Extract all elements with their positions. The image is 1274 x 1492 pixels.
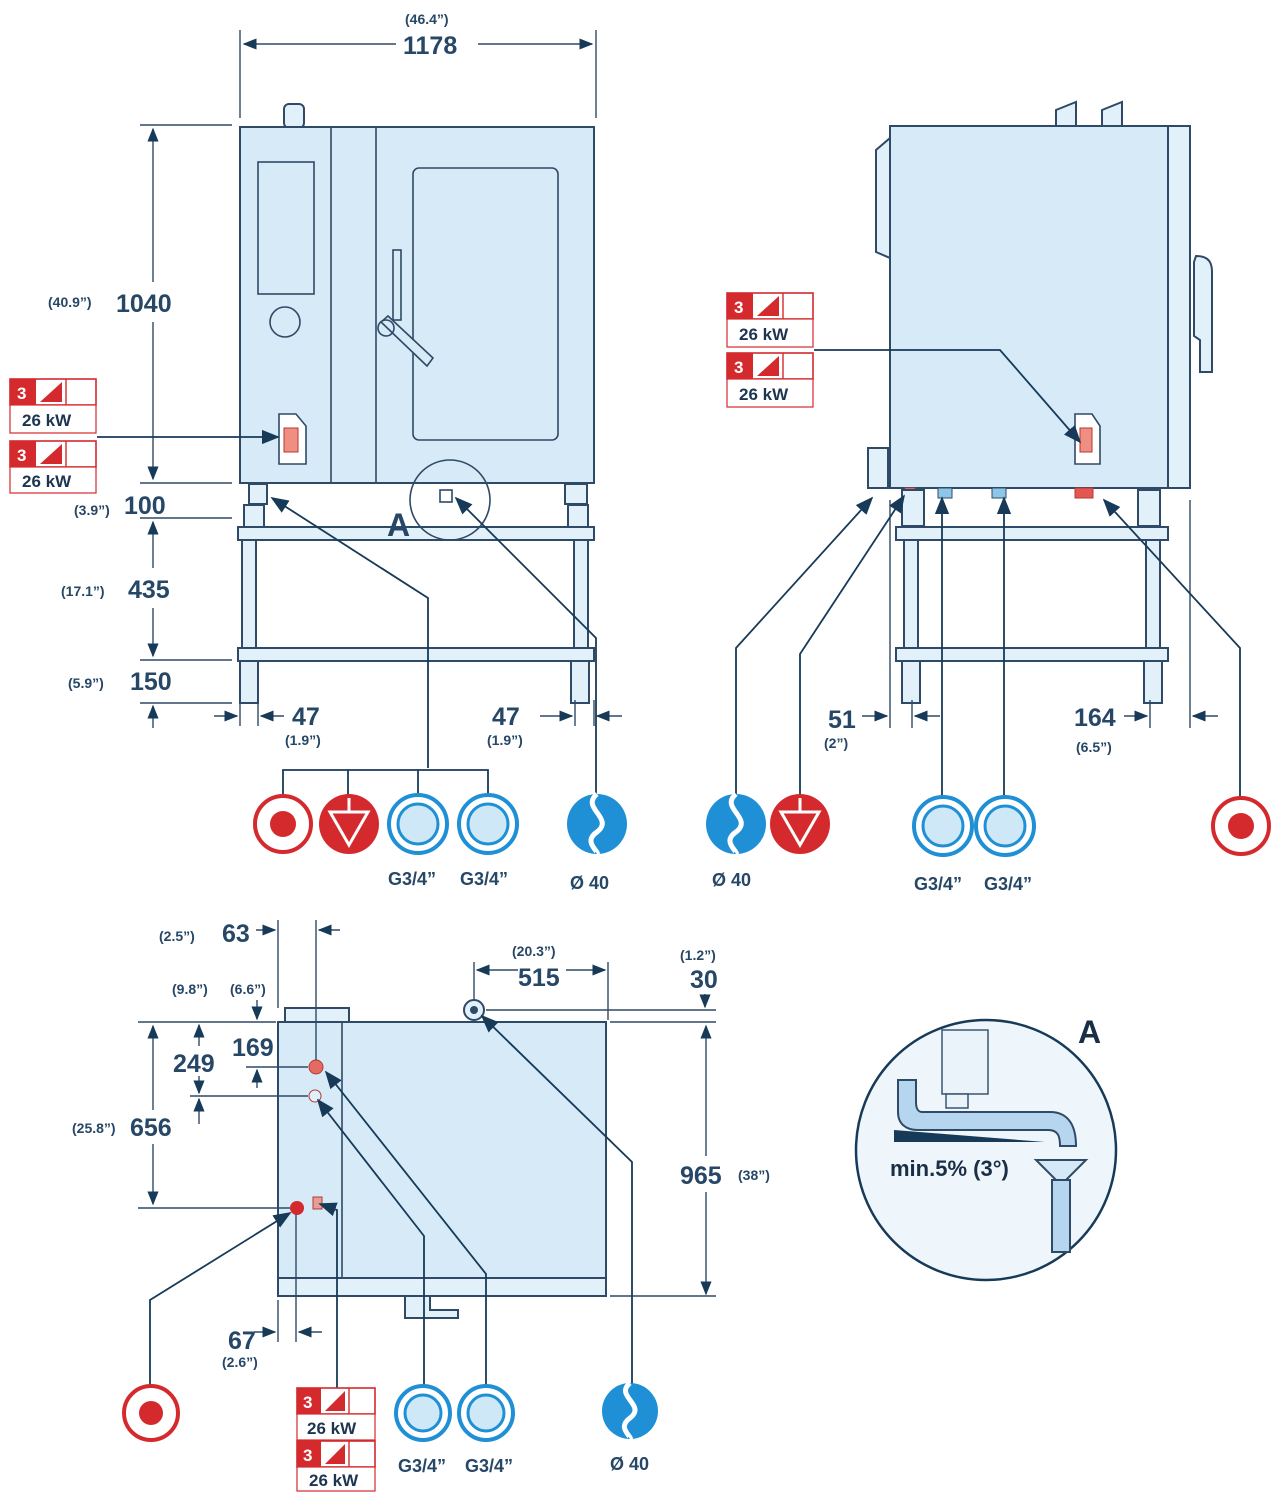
side-water-inlet-icon-1 — [912, 795, 974, 857]
top-water-inlet-icon-1 — [394, 1384, 452, 1442]
side-offset-b-in: (6.5”) — [1076, 739, 1112, 755]
top-30-in: (1.2”) — [680, 947, 716, 963]
side-water-label-2: G3/4” — [984, 874, 1032, 894]
front-power-label: 3 26 kW 3 26 kW — [9, 378, 280, 494]
front-leaders — [270, 496, 597, 797]
ground-connection-icon — [319, 794, 379, 854]
top-249-mm: 249 — [173, 1050, 215, 1078]
front-height-in: (40.9”) — [48, 294, 92, 310]
side-drain-label: Ø 40 — [712, 870, 751, 890]
top-power-1: 26 kW — [307, 1419, 357, 1438]
stand-low-in: (5.9”) — [68, 675, 104, 691]
right-offset-mm: 47 — [492, 703, 520, 731]
top-63-in: (2.5”) — [159, 928, 195, 944]
side-connection-icons: Ø 40 G3/4” G3/4” — [706, 792, 1271, 894]
top-515-mm: 515 — [518, 964, 560, 992]
side-offset-a-mm: 51 — [828, 706, 856, 734]
left-offset-mm: 47 — [292, 703, 320, 731]
top-67-mm: 67 — [228, 1327, 256, 1355]
detail-slope: min.5% (3°) — [890, 1156, 1009, 1181]
front-power-1: 26 kW — [22, 411, 72, 430]
front-drain-label: Ø 40 — [570, 873, 609, 893]
front-water-label-1: G3/4” — [388, 869, 436, 889]
side-offset-a-in: (2”) — [824, 735, 848, 751]
top-drain-icon — [602, 1381, 658, 1442]
right-offset-in: (1.9”) — [487, 732, 523, 748]
top-67-in: (2.6”) — [222, 1354, 258, 1370]
top-electric-icon — [122, 1384, 180, 1442]
left-offset-in: (1.9”) — [285, 732, 321, 748]
water-inlet-icon-1 — [387, 793, 449, 855]
front-phase-2: 3 — [17, 446, 26, 465]
top-965-in: (38”) — [738, 1167, 770, 1183]
side-power-1: 26 kW — [739, 325, 789, 344]
side-ground-icon — [770, 794, 830, 854]
top-656-in: (25.8”) — [72, 1120, 116, 1136]
foot-height-in: (3.9”) — [74, 502, 110, 518]
side-phase-2: 3 — [734, 358, 743, 377]
side-power-2: 26 kW — [739, 385, 789, 404]
front-phase-1: 3 — [17, 384, 26, 403]
front-power-2: 26 kW — [22, 472, 72, 491]
top-leaders — [149, 1014, 633, 1388]
top-30-mm: 30 — [690, 966, 718, 994]
top-power-label: 3 26 kW 3 26 kW — [296, 1387, 376, 1492]
top-water-label-2: G3/4” — [465, 1456, 513, 1476]
top-phase-2: 3 — [303, 1446, 312, 1465]
side-drain-icon — [706, 792, 766, 857]
detail-marker-a: A — [387, 507, 410, 543]
top-view — [277, 999, 607, 1319]
top-249-in: (9.8”) — [172, 981, 208, 997]
drain-icon — [567, 792, 627, 857]
side-water-inlet-icon-2 — [974, 795, 1036, 857]
side-leaders — [735, 494, 1241, 797]
side-power-label: 3 26 kW 3 26 kW — [726, 292, 1082, 444]
electric-connection-icon — [253, 794, 313, 854]
top-power-2: 26 kW — [309, 1471, 359, 1490]
side-water-label-1: G3/4” — [914, 874, 962, 894]
top-515-in: (20.3”) — [512, 943, 556, 959]
front-connection-icons: G3/4” G3/4” Ø 40 — [253, 792, 627, 893]
side-dimensions: 51 (2”) 164 (6.5”) — [824, 500, 1218, 755]
top-water-inlet-icon-2 — [457, 1384, 515, 1442]
detail-title: A — [1078, 1014, 1101, 1050]
water-inlet-icon-2 — [457, 793, 519, 855]
top-drain-label: Ø 40 — [610, 1454, 649, 1474]
top-169-mm: 169 — [232, 1034, 274, 1062]
front-view: A — [237, 103, 595, 704]
stand-mid-in: (17.1”) — [61, 583, 105, 599]
side-view — [867, 100, 1213, 704]
top-656-mm: 656 — [130, 1114, 172, 1142]
stand-mid-mm: 435 — [128, 576, 170, 604]
front-height-mm: 1040 — [116, 290, 172, 318]
top-water-label-1: G3/4” — [398, 1456, 446, 1476]
foot-height-mm: 100 — [124, 492, 166, 520]
detail-a: min.5% (3°) A — [854, 1014, 1118, 1282]
front-water-label-2: G3/4” — [460, 869, 508, 889]
side-phase-1: 3 — [734, 298, 743, 317]
side-offset-b-mm: 164 — [1074, 704, 1116, 732]
top-dimensions: (2.5”) 63 (20.3”) 515 (1.2”) 30 965 (38”… — [72, 920, 770, 1370]
top-965-mm: 965 — [680, 1162, 722, 1190]
top-169-in: (6.6”) — [230, 981, 266, 997]
top-phase-1: 3 — [303, 1393, 312, 1412]
front-width-mm: 1178 — [403, 32, 457, 60]
front-dimensions: (46.4”) 1178 (40.9”) 1040 (3.9”) 100 (17… — [48, 11, 622, 748]
front-width-in: (46.4”) — [405, 11, 449, 27]
top-connection-icons: G3/4” G3/4” Ø 40 — [122, 1381, 658, 1476]
stand-low-mm: 150 — [130, 668, 172, 696]
top-63-mm: 63 — [222, 920, 250, 948]
side-electric-icon — [1211, 796, 1271, 856]
